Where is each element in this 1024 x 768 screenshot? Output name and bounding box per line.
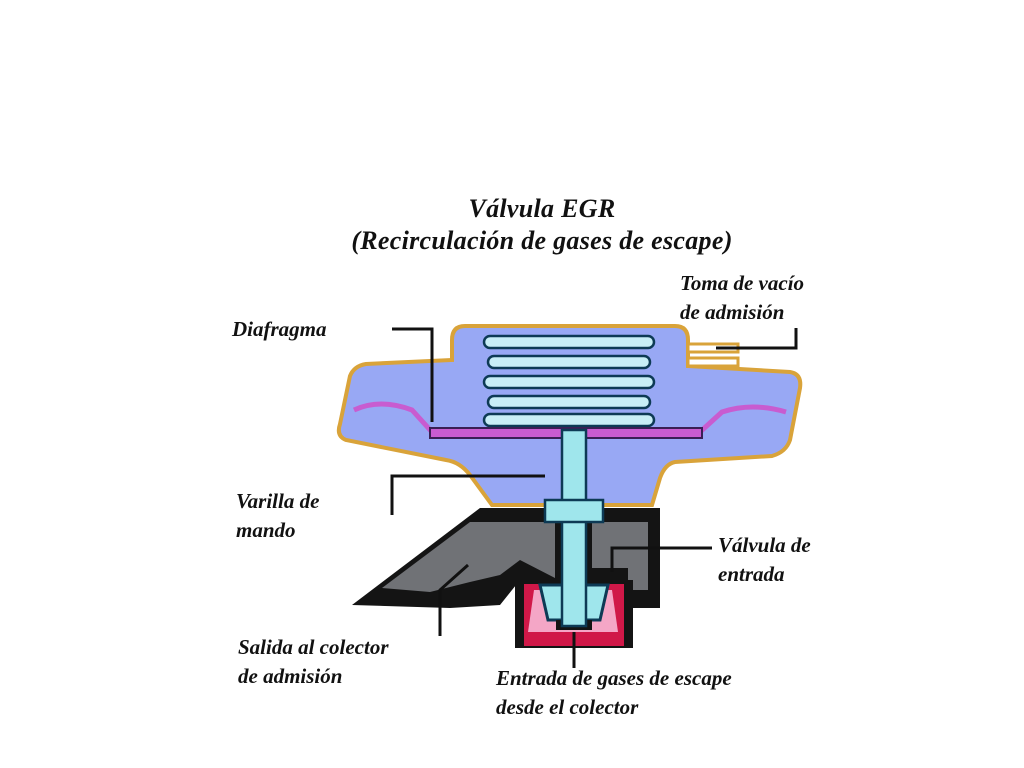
- label-vacuum-line1: Toma de vacío: [680, 271, 805, 295]
- vacuum-fitting-bottom: [686, 356, 740, 368]
- leader-vacuum: [716, 328, 798, 350]
- label-exhaust-line1: Entrada de gases de escape: [496, 666, 732, 690]
- diagram-subtitle: (Recirculación de gases de escape): [351, 226, 733, 255]
- leader-diaphragm: [392, 327, 434, 422]
- label-diaphragm: Diafragma: [232, 317, 327, 341]
- leader-lines: [390, 327, 798, 668]
- label-outlet-line2: de admisión: [238, 664, 343, 688]
- outlet-passage: [382, 522, 555, 592]
- label-inlet-valve-line1: Válvula de: [718, 533, 811, 557]
- label-outlet-line1: Salida al colector: [238, 635, 389, 659]
- label-rod-line1: Varilla de: [236, 489, 320, 513]
- label-inlet-valve-line2: entrada: [718, 562, 785, 586]
- spring: [482, 334, 656, 428]
- control-rod: [560, 428, 588, 628]
- label-rod-line2: mando: [236, 518, 296, 542]
- label-vacuum-line2: de admisión: [680, 300, 785, 324]
- leader-inlet-valve: [610, 546, 712, 572]
- label-exhaust-line2: desde el colector: [496, 695, 639, 719]
- inlet-chamber: [592, 522, 648, 590]
- rod-guide: [543, 498, 605, 524]
- diagram-title: Válvula EGR: [468, 194, 616, 223]
- leader-outlet: [438, 563, 469, 636]
- leader-rod: [390, 474, 545, 515]
